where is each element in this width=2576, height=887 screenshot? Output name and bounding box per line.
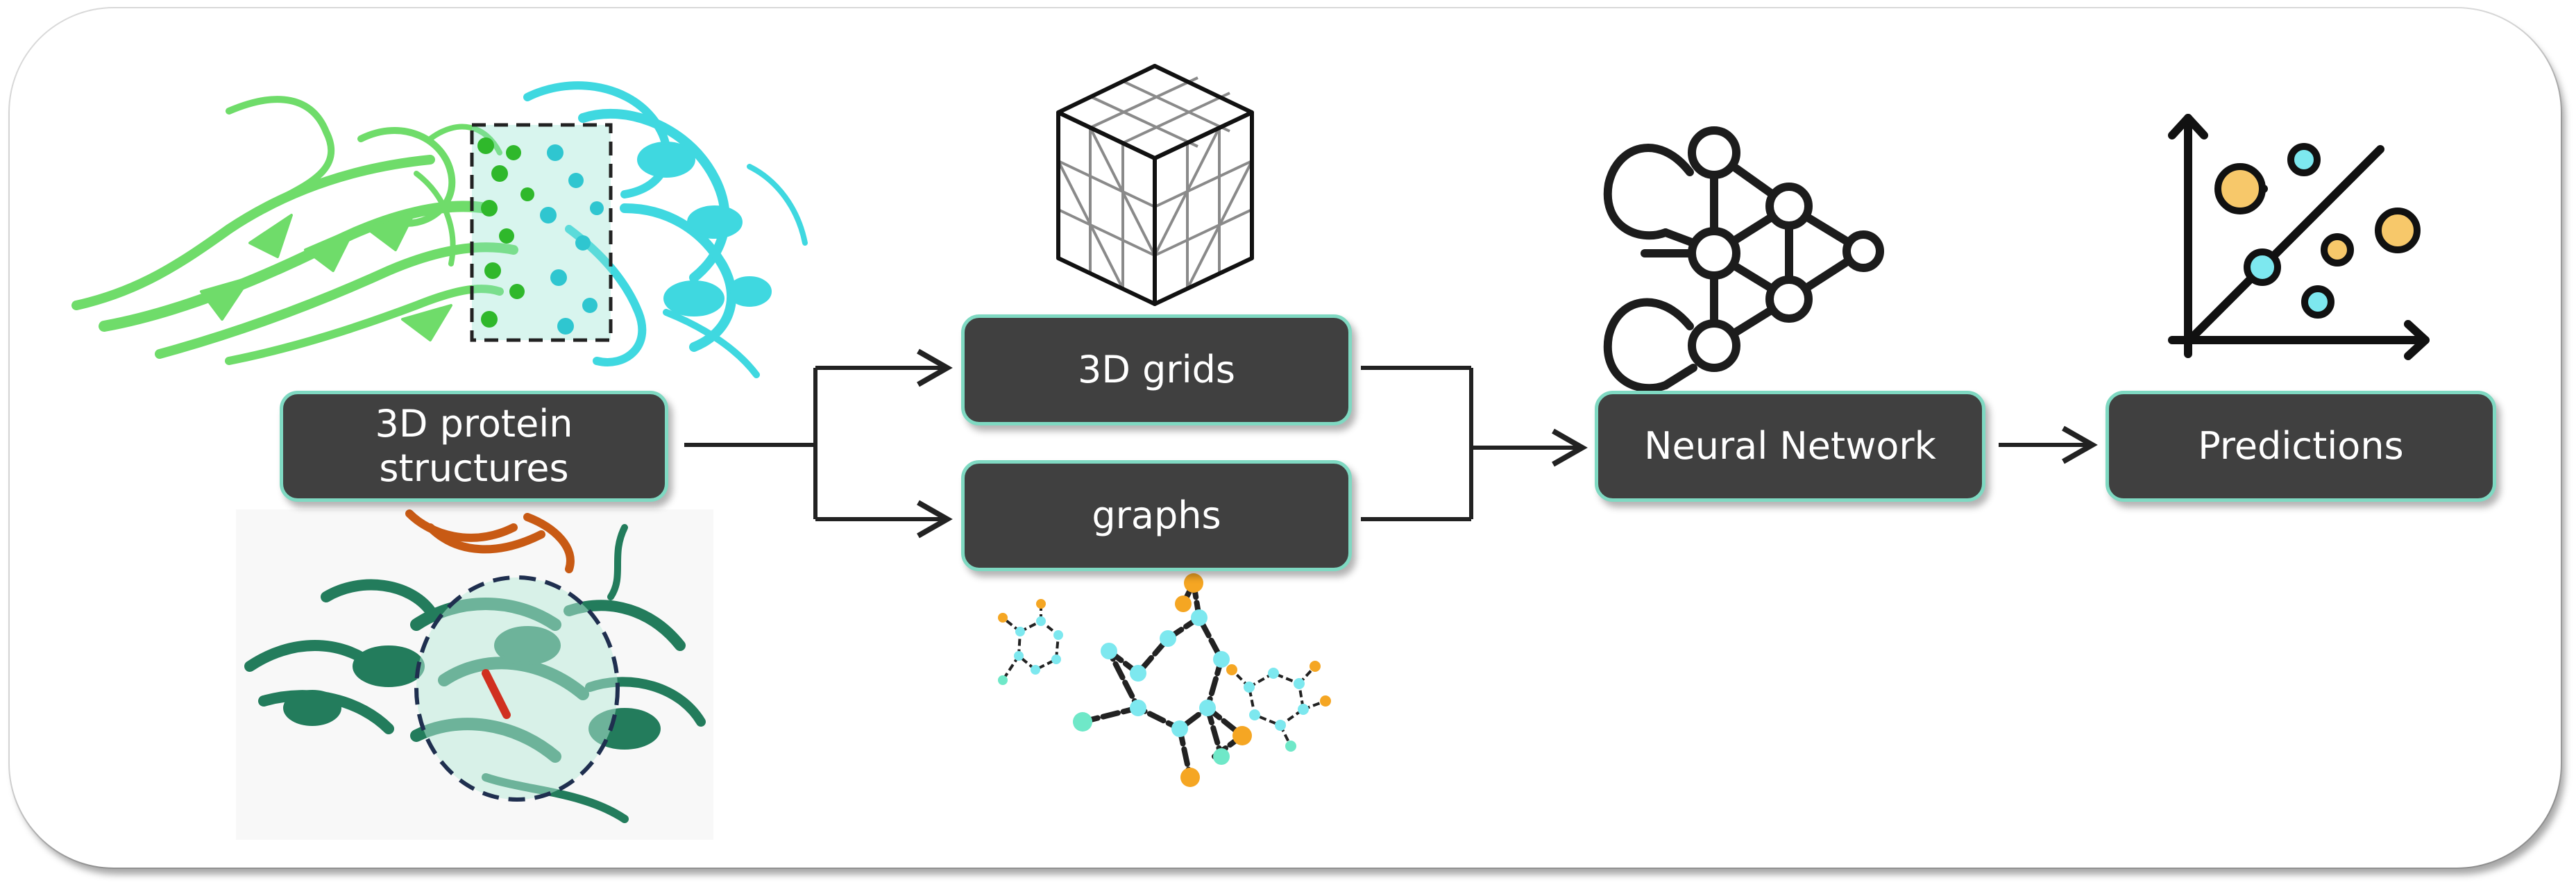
cube-grid-icon [1056,64,1254,306]
3d-grids-box: 3D grids [961,314,1352,425]
protein-structure-bottom-image [236,509,713,840]
neural-network-box: Neural Network [1595,391,1985,502]
graphs-box: graphs [961,460,1352,571]
protein-structures-box: 3D protein structures [280,391,668,502]
connector-lines [684,348,2098,539]
protein-structure-top-image [71,81,808,378]
predictions-box: Predictions [2105,391,2496,502]
molecular-graph-icon [998,573,1331,787]
neural-network-icon [1603,126,1884,393]
scatter-plot-icon [2168,114,2430,360]
